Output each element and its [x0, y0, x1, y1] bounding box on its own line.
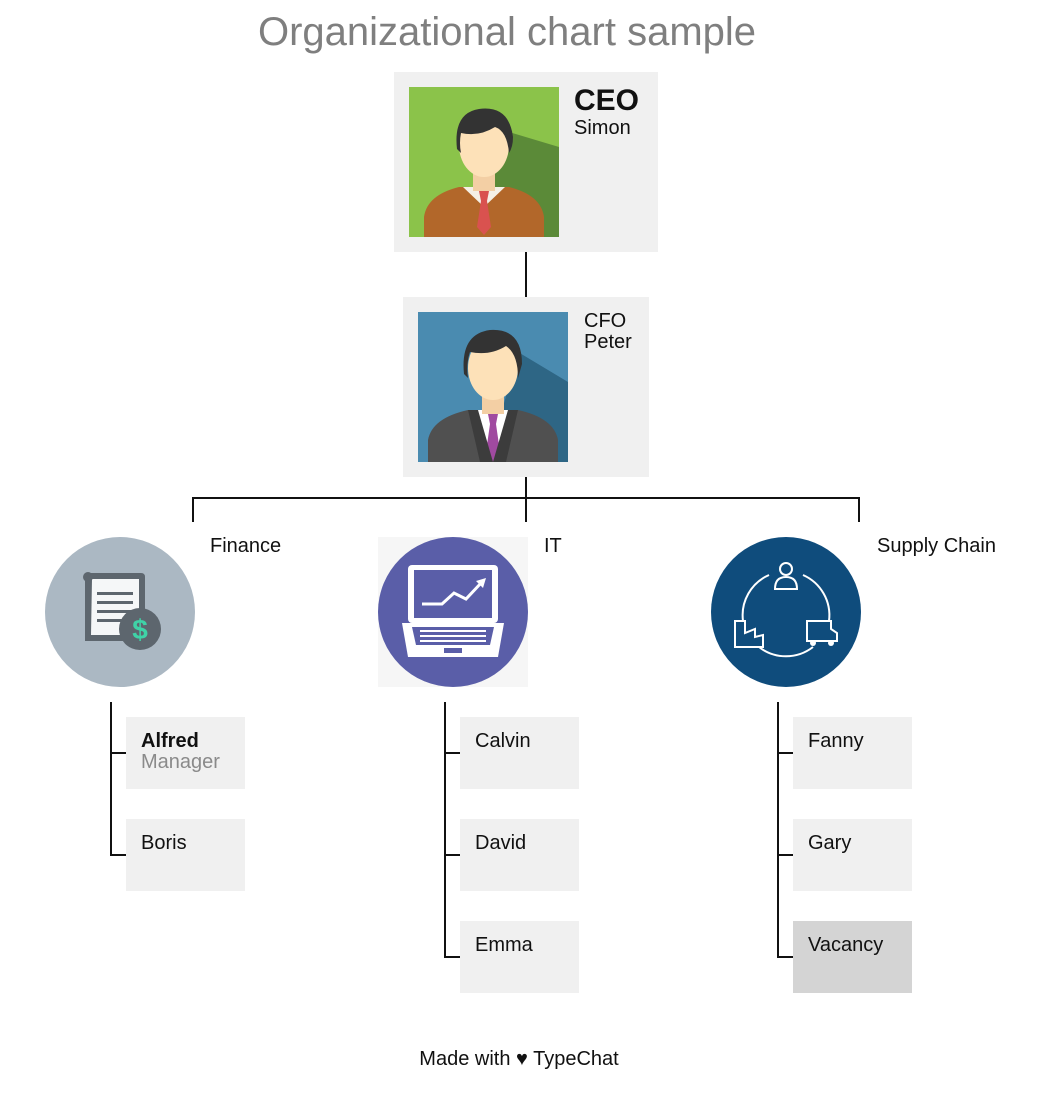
member-card-david[interactable]: David — [460, 819, 579, 891]
ceo-card[interactable]: CEO Simon — [394, 72, 658, 252]
finance-tree-branch-2 — [110, 854, 126, 856]
connector-ceo-cfo — [525, 252, 527, 297]
ceo-role: CEO — [574, 84, 640, 117]
member-name: Alfred — [141, 730, 199, 752]
member-card-emma[interactable]: Emma — [460, 921, 579, 993]
member-card-alfred[interactable]: Alfred Manager — [126, 717, 245, 789]
supply-tree-vertical — [777, 702, 779, 957]
heart-icon: ♥ — [516, 1048, 528, 1070]
member-card-vacancy[interactable]: Vacancy — [793, 921, 912, 993]
cfo-role: CFO — [584, 310, 627, 332]
cfo-avatar — [418, 312, 568, 462]
member-name: Vacancy — [808, 934, 884, 956]
member-name: Gary — [808, 832, 852, 854]
finance-document-icon[interactable]: $ — [45, 537, 195, 687]
supply-tree-branch-3 — [777, 956, 793, 958]
finance-tree-vertical — [110, 702, 112, 855]
it-tree-branch-1 — [444, 752, 460, 754]
footer-prefix: Made with — [419, 1048, 511, 1070]
member-card-gary[interactable]: Gary — [793, 819, 912, 891]
finance-tree-branch-1 — [110, 752, 126, 754]
member-name: Calvin — [475, 730, 531, 752]
ceo-name: Simon — [574, 117, 631, 139]
supply-tree-branch-1 — [777, 752, 793, 754]
connector-cfo-down — [525, 477, 527, 522]
member-card-calvin[interactable]: Calvin — [460, 717, 579, 789]
footer: Made with ♥ TypeChat — [0, 1048, 1038, 1071]
member-role: Manager — [141, 751, 220, 773]
laptop-chart-icon[interactable] — [378, 537, 528, 687]
member-name: Fanny — [808, 730, 864, 752]
footer-brand-link[interactable]: TypeChat — [533, 1048, 619, 1070]
chart-title: Organizational chart sample — [257, 10, 757, 54]
connector-supply — [858, 497, 860, 522]
ceo-avatar — [409, 87, 559, 237]
member-card-fanny[interactable]: Fanny — [793, 717, 912, 789]
member-name: Boris — [141, 832, 187, 854]
dept-it-label: IT — [544, 535, 562, 557]
dept-finance-label: Finance — [210, 535, 282, 557]
it-tree-branch-2 — [444, 854, 460, 856]
supply-chain-cycle-icon[interactable] — [711, 537, 861, 687]
dept-supply-label: Supply Chain — [877, 535, 996, 557]
it-tree-branch-3 — [444, 956, 460, 958]
svg-text:$: $ — [132, 614, 148, 645]
member-name: Emma — [475, 934, 533, 956]
connector-branch-horizontal — [192, 497, 860, 499]
cfo-name: Peter — [584, 331, 632, 353]
connector-finance — [192, 497, 194, 522]
it-tree-vertical — [444, 702, 446, 957]
member-card-boris[interactable]: Boris — [126, 819, 245, 891]
member-name: David — [475, 832, 527, 854]
cfo-card[interactable]: CFO Peter — [403, 297, 649, 477]
supply-tree-branch-2 — [777, 854, 793, 856]
